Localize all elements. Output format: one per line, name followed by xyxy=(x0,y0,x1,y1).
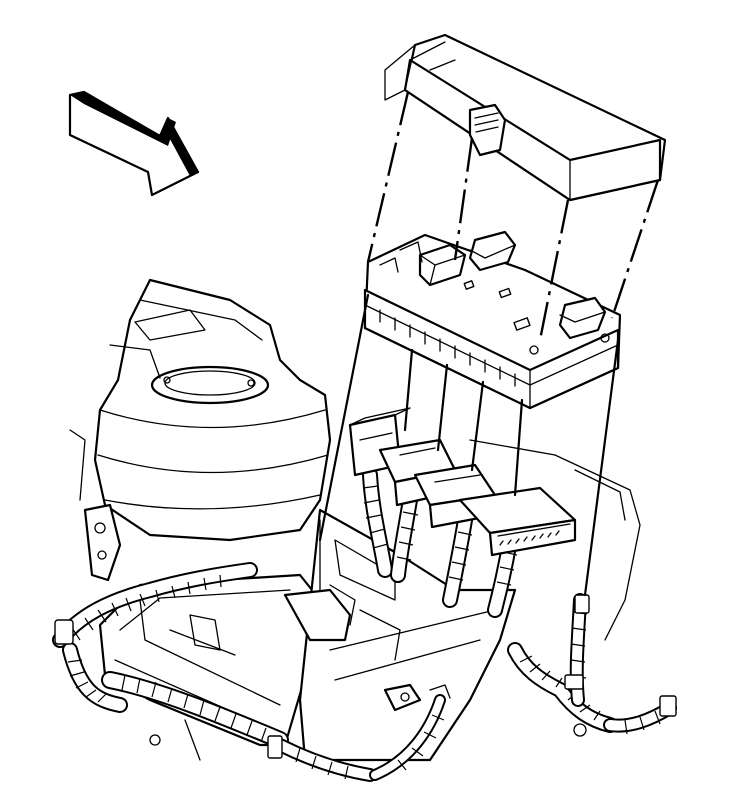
fuse-block-bracket xyxy=(98,508,517,762)
fuse-block xyxy=(363,230,622,410)
fuse-box-cover xyxy=(384,33,667,202)
relay-connectors xyxy=(348,407,577,557)
harness-clips xyxy=(54,594,677,759)
direction-arrow xyxy=(68,90,200,197)
engine-component-housing xyxy=(93,278,332,542)
right-body-panel xyxy=(469,439,641,641)
exploded-view-guides xyxy=(318,91,660,597)
left-bracket xyxy=(69,429,122,582)
